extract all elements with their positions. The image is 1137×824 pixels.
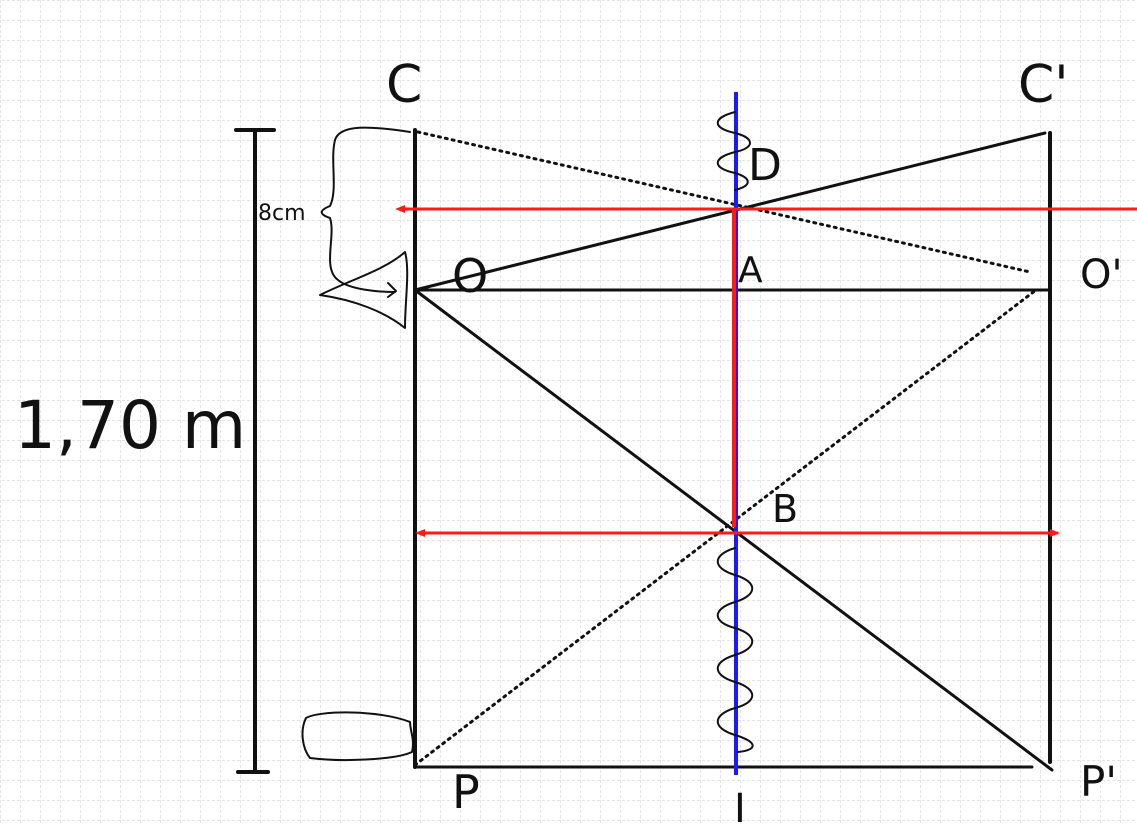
eye-offset-brace [320, 126, 411, 293]
label-o-prime: O' [1080, 252, 1122, 298]
dotted-c-to-o-prime [416, 130, 1032, 274]
height-measure [234, 128, 276, 774]
mirror-hatch-top [716, 111, 751, 191]
light-rays [395, 205, 1137, 537]
label-p-prime: P' [1080, 757, 1117, 806]
label-b: B [772, 487, 798, 531]
ray-o-to-p-prime [413, 288, 1054, 772]
foot-icon [301, 711, 414, 761]
label-c: C [386, 55, 422, 115]
label-eye-offset: 8cm [258, 201, 306, 226]
label-d: D [748, 140, 782, 191]
label-o: O [452, 249, 488, 303]
label-c-prime: C' [1018, 55, 1069, 115]
dotted-p-to-o-prime [413, 288, 1038, 767]
label-a: A [738, 250, 763, 291]
ray-o-to-c-prime [413, 131, 1047, 292]
label-i: I [734, 786, 746, 824]
label-p: P [452, 765, 480, 819]
eye-icon [319, 251, 409, 329]
mirror-hatch-bottom [716, 547, 754, 753]
label-height: 1,70 m [14, 387, 246, 464]
